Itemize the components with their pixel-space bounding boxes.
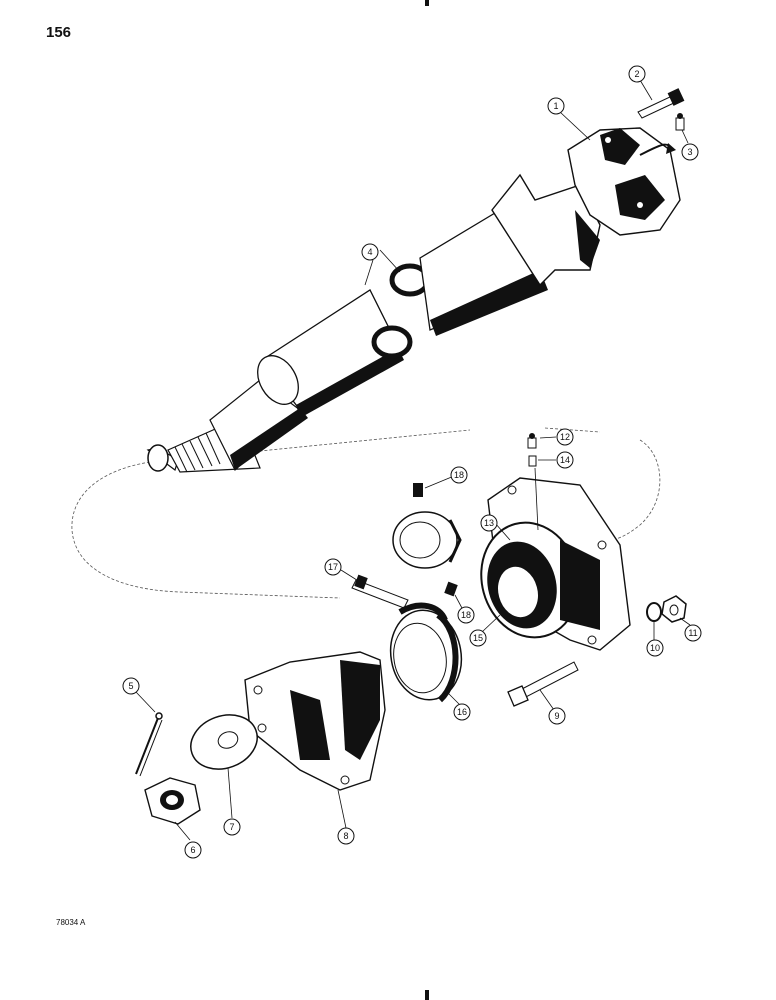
callout-1: 1: [547, 97, 565, 115]
grease-fitting-12: [527, 433, 537, 449]
callout-17: 17: [324, 558, 342, 576]
svg-text:14: 14: [560, 455, 570, 465]
callout-6: 6: [184, 841, 202, 859]
svg-text:9: 9: [554, 711, 559, 721]
callout-7: 7: [223, 818, 241, 836]
svg-text:18: 18: [454, 470, 464, 480]
svg-text:11: 11: [688, 628, 697, 638]
cap-screw-17: [351, 574, 409, 609]
lock-washer-10: [646, 602, 662, 622]
bolt-9: [507, 661, 579, 707]
assembly-reference-loop: [71, 427, 661, 599]
callout-11: 11: [684, 624, 702, 642]
callout-12: 12: [556, 428, 574, 446]
svg-text:2: 2: [634, 69, 639, 79]
drive-shaft: [146, 173, 601, 473]
bearing-housing: [480, 477, 631, 651]
svg-text:13: 13: [484, 518, 494, 528]
svg-text:10: 10: [650, 643, 660, 653]
retaining-ring-16: [389, 609, 463, 703]
callout-9: 9: [548, 707, 566, 725]
figure-code: 78034 A: [56, 918, 86, 927]
svg-text:3: 3: [687, 147, 692, 157]
callout-18-lower: 18: [457, 606, 475, 624]
callout-3: 3: [681, 143, 699, 161]
callout-2: 2: [628, 65, 646, 83]
castle-nut-6: [144, 777, 201, 825]
callout-8: 8: [337, 827, 355, 845]
svg-text:17: 17: [328, 562, 338, 572]
callout-5: 5: [122, 677, 140, 695]
washer-7: [190, 714, 258, 770]
callout-18-upper: 18: [450, 466, 468, 484]
callout-14: 14: [556, 451, 574, 469]
callout-10: 10: [646, 639, 664, 657]
cap-screw-2: [637, 88, 685, 119]
svg-text:1: 1: [553, 101, 558, 111]
cotter-pin-5: [135, 712, 163, 777]
svg-text:18: 18: [461, 610, 471, 620]
svg-text:15: 15: [473, 633, 483, 643]
callout-16: 16: [453, 703, 471, 721]
grease-fitting-3: [675, 113, 685, 131]
svg-text:5: 5: [128, 681, 133, 691]
callout-4: 4: [361, 243, 379, 261]
nut-11: [661, 595, 687, 623]
svg-text:7: 7: [229, 822, 234, 832]
fitting-14: [528, 455, 537, 467]
universal-joint: [567, 127, 681, 236]
callout-15: 15: [469, 629, 487, 647]
svg-text:8: 8: [343, 831, 348, 841]
callouts: 1 2 3 4 5 6 7 8 9 10 11 12 13 14 15 16 1…: [122, 65, 702, 859]
svg-text:16: 16: [457, 707, 467, 717]
svg-text:4: 4: [367, 247, 372, 257]
svg-text:12: 12: [560, 432, 570, 442]
locking-collar: [392, 483, 462, 597]
leader-lines: [135, 79, 691, 841]
callout-13: 13: [480, 514, 498, 532]
companion-flange: [244, 651, 386, 791]
svg-text:6: 6: [190, 845, 195, 855]
page-number: 156: [46, 24, 72, 41]
